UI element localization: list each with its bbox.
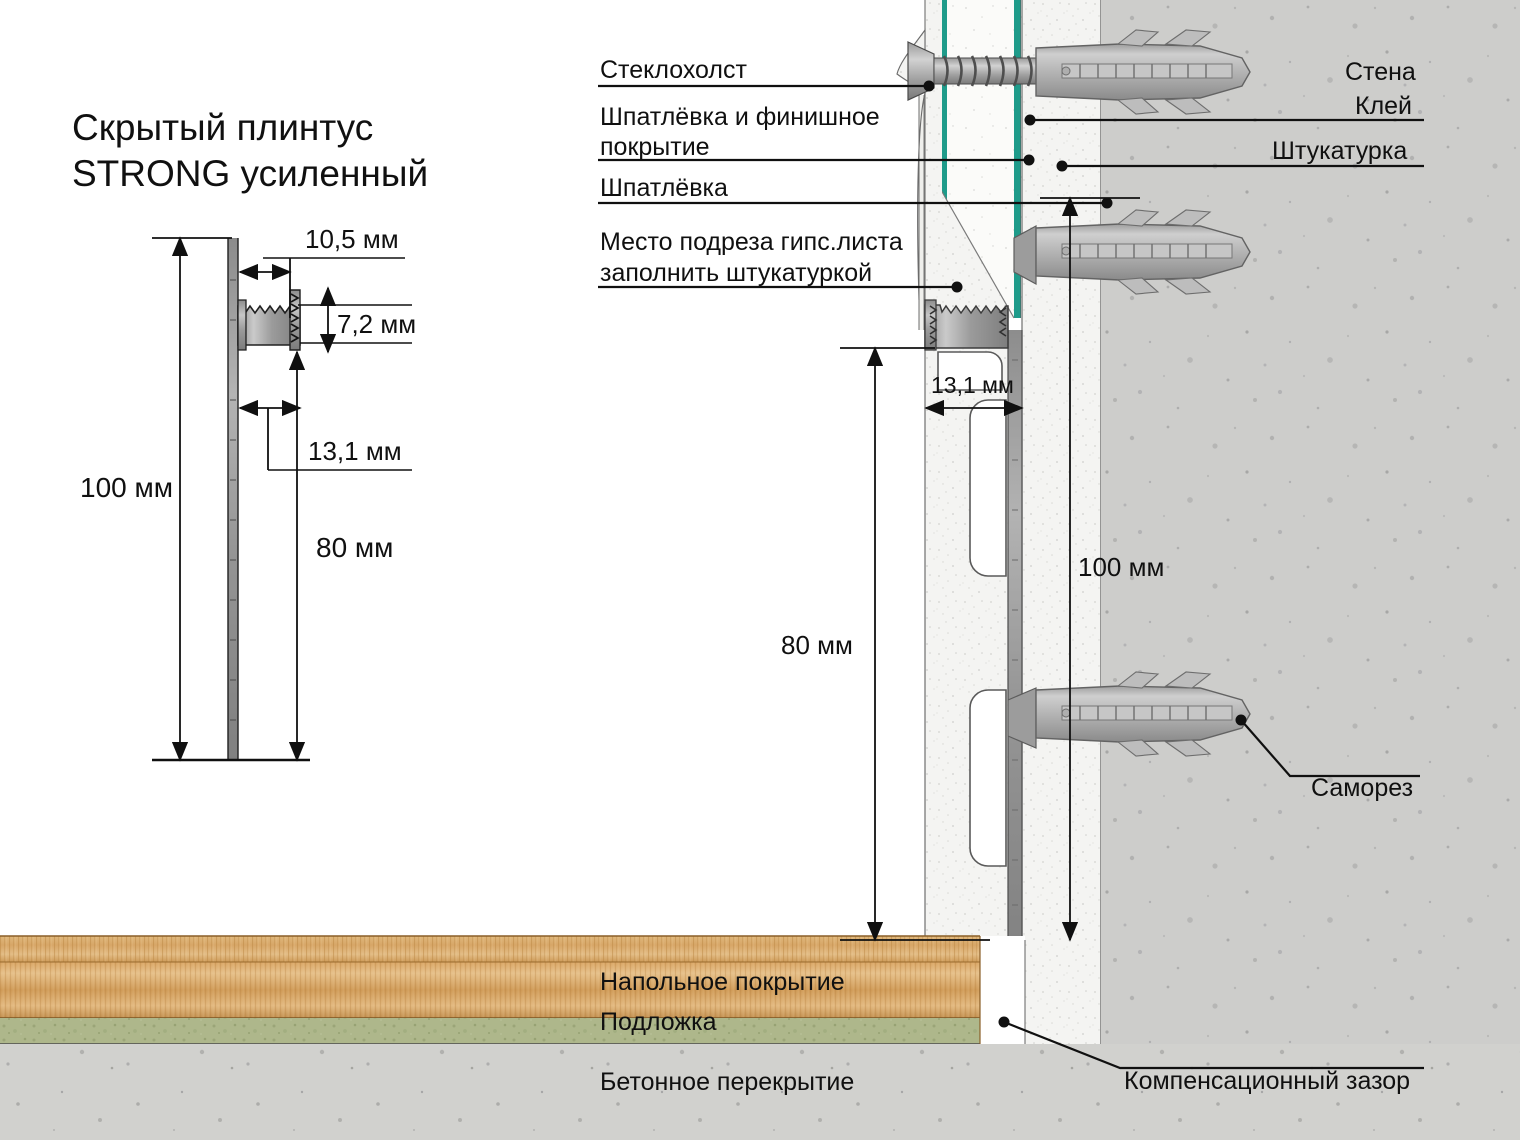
section-dim-height-total: 100 мм: [1078, 552, 1164, 582]
callout-putty-and-finish-2: покрытие: [600, 133, 710, 161]
concrete-slab: [0, 1044, 1520, 1140]
callout-drywall-cut: Место подреза гипс.листа: [600, 228, 903, 256]
plinth-clip-profile: [924, 299, 1009, 391]
callout-concrete-slab: Бетонное перекрытие: [600, 1068, 854, 1096]
underlay-layer: [0, 1018, 980, 1045]
dim-width-top: 10,5 мм: [305, 224, 399, 254]
callout-wall: Стена: [1345, 58, 1416, 86]
wall-plug-lower: [1007, 671, 1251, 757]
section-dimension-lines: [840, 196, 1140, 942]
wall-concrete: [1100, 0, 1520, 1050]
floor-covering: [0, 935, 980, 1019]
page-title-line1: Скрытый плинтус: [72, 107, 373, 148]
profile-drawing: [227, 238, 301, 760]
expansion-gap: [979, 936, 1026, 1044]
page-title-line2: STRONG усиленный: [72, 153, 428, 194]
callout-glue: Клей: [1355, 92, 1412, 120]
section-dim-depth: 13,1 мм: [931, 372, 1014, 398]
profile-dimension-lines: [152, 236, 412, 762]
dim-height-clip: 7,2 мм: [337, 309, 416, 339]
callout-fiberglass-mesh: Стеклохолст: [600, 56, 747, 84]
dim-height-total: 100 мм: [80, 472, 173, 503]
callout-expansion-gap: Компенсационный зазор: [1124, 1067, 1410, 1095]
callout-plaster: Штукатурка: [1272, 137, 1407, 165]
dim-width-body: 13,1 мм: [308, 436, 402, 466]
callout-screw: Саморез: [1311, 774, 1413, 802]
dim-height-visible: 80 мм: [316, 532, 393, 563]
callout-leaders: [598, 80, 1424, 1070]
callout-putty-and-finish: Шпатлёвка и финишное: [600, 103, 880, 131]
plinth-section: [924, 330, 1023, 946]
wall-plug-top: [1035, 29, 1251, 115]
plaster-layer: [1021, 0, 1100, 1050]
callout-floor-covering: Напольное покрытие: [600, 968, 845, 996]
callout-drywall-cut-2: заполнить штукатуркой: [600, 259, 872, 287]
callout-underlay: Подложка: [600, 1008, 717, 1036]
section-dim-height-visible: 80 мм: [781, 630, 853, 660]
callout-putty: Шпатлёвка: [600, 174, 728, 202]
